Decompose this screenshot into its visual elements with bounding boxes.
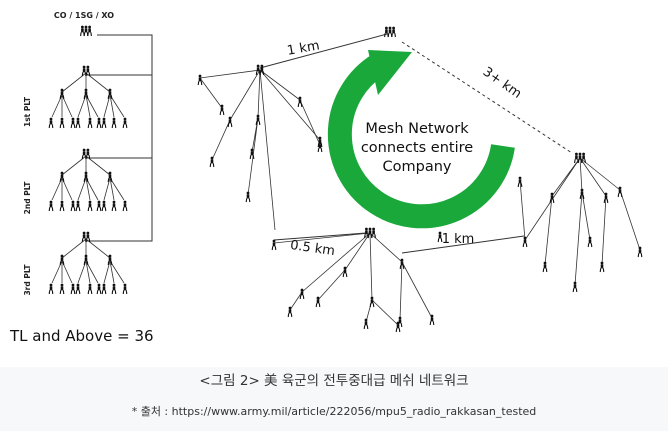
hq-label: CO / 1SG / XO <box>54 11 114 20</box>
hq-node-icon <box>385 27 396 37</box>
platoon-3-label: 3rd PLT <box>23 264 32 296</box>
platoon-tree-1 <box>48 66 128 129</box>
figure-source: * 출처 : https://www.army.mil/article/2220… <box>131 405 537 418</box>
cluster-right <box>519 157 641 286</box>
cluster-bottom-middle <box>273 232 433 326</box>
distance-label-top-right: 3+ km <box>480 65 524 102</box>
distance-label-mid-left: 0.5 km <box>289 238 336 259</box>
platoon-2-label: 2nd PLT <box>23 181 32 215</box>
platoon-1-label: 1st PLT <box>23 96 32 127</box>
distance-label-top-left: 1 km <box>286 38 321 58</box>
figure-caption: <그림 2> 美 육군의 전투중대급 메쉬 네트워크 <box>199 373 469 389</box>
company-hierarchy: CO / 1SG / XO 1st PLT 2nd PLT 3rd PLT TL… <box>9 11 154 345</box>
circular-arrow-icon <box>327 50 515 229</box>
cluster-top-left <box>199 69 321 231</box>
mesh-network: Mesh Network connects entire Company <box>197 27 643 333</box>
hierarchy-bracket <box>86 34 153 242</box>
total-count-label: TL and Above = 36 <box>9 327 154 345</box>
mesh-network-figure: CO / 1SG / XO 1st PLT 2nd PLT 3rd PLT TL… <box>9 11 643 345</box>
center-text-line-2: connects entire <box>361 140 473 156</box>
mesh-network-diagram: CO / 1SG / XO 1st PLT 2nd PLT 3rd PLT TL… <box>9 11 643 345</box>
hq-soldier-icon <box>81 26 92 36</box>
distance-label-mid-right: 1 km <box>442 232 475 247</box>
mesh-links <box>259 33 573 254</box>
center-text-line-3: Company <box>383 159 452 175</box>
center-text-line-1: Mesh Network <box>365 121 469 137</box>
